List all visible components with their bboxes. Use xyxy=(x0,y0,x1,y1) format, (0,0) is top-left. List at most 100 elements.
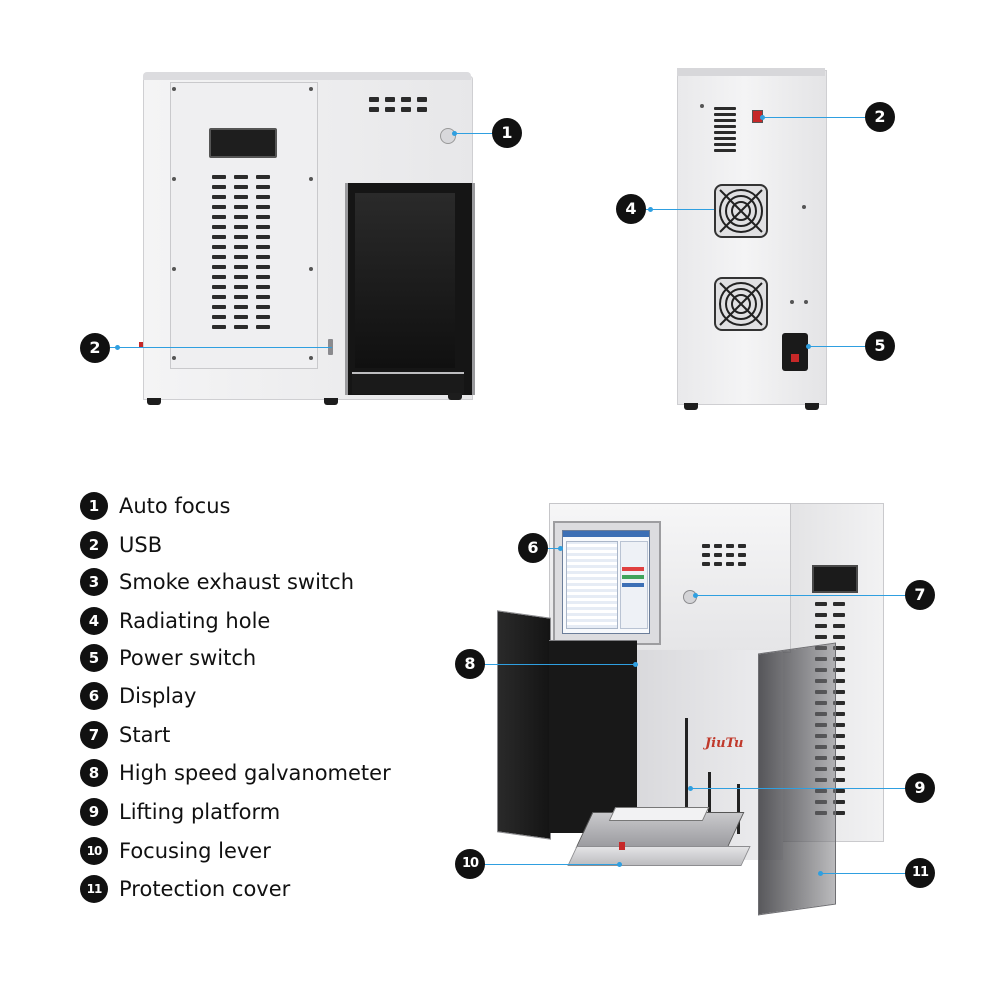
vent-slot xyxy=(833,811,845,815)
side-red-button[interactable] xyxy=(139,342,143,348)
vent-slot xyxy=(234,255,248,259)
vent-slot xyxy=(833,723,845,727)
vent-slot xyxy=(234,325,248,329)
vent-slot xyxy=(815,613,827,617)
vent-slot xyxy=(256,205,270,209)
vent-slot xyxy=(234,235,248,239)
vent-slot xyxy=(256,315,270,319)
callout-front-start: 7 xyxy=(905,580,935,610)
vent-slot xyxy=(833,778,845,782)
vent-slot xyxy=(833,657,845,661)
vent-slot xyxy=(833,800,845,804)
vent-slot xyxy=(833,734,845,738)
fan-grille-icon xyxy=(719,282,763,326)
vent-slot xyxy=(234,205,248,209)
callout-front-cover: 11 xyxy=(905,858,935,888)
front-top-vents xyxy=(702,544,758,572)
front-protection-cover xyxy=(758,642,836,916)
vent-slot xyxy=(833,690,845,694)
vent-slot xyxy=(256,185,270,189)
front-platform-rod-right xyxy=(708,772,711,834)
vent-slot xyxy=(212,195,226,199)
front-platform-rod-left xyxy=(685,718,688,833)
vent-slot xyxy=(833,745,845,749)
front-left-door-inner xyxy=(549,640,637,833)
vent-slot xyxy=(256,285,270,289)
vent-slot xyxy=(234,265,248,269)
vent-slot xyxy=(815,602,827,606)
vent-slot xyxy=(256,305,270,309)
vent-slot xyxy=(833,789,845,793)
back-top-vents xyxy=(714,107,736,153)
vent-slot xyxy=(256,235,270,239)
vent-slot xyxy=(212,265,226,269)
callout-side-usb: 2 xyxy=(80,333,110,363)
vent-slot xyxy=(833,624,845,628)
vent-slot xyxy=(234,245,248,249)
vent-slot xyxy=(234,295,248,299)
vent-slot xyxy=(833,701,845,705)
callout-front-platform: 9 xyxy=(905,773,935,803)
vent-slot xyxy=(234,185,248,189)
side-top-edge xyxy=(143,72,471,80)
vent-slot xyxy=(833,668,845,672)
vent-slot xyxy=(212,285,226,289)
side-handle xyxy=(209,128,277,158)
vent-slot xyxy=(212,305,226,309)
vent-slot xyxy=(234,305,248,309)
vent-slot xyxy=(212,255,226,259)
vent-slot xyxy=(256,195,270,199)
vent-slot xyxy=(833,756,845,760)
vent-slot xyxy=(212,205,226,209)
back-fan-lower xyxy=(714,277,768,331)
front-side-handle xyxy=(812,565,858,593)
callout-back-usb: 2 xyxy=(865,102,895,132)
vent-slot xyxy=(234,195,248,199)
vent-slot xyxy=(256,275,270,279)
vent-slot xyxy=(212,315,226,319)
vent-slot xyxy=(256,255,270,259)
back-power-switch[interactable] xyxy=(791,354,799,362)
vent-slot xyxy=(234,175,248,179)
vent-slot xyxy=(256,325,270,329)
vent-slot xyxy=(833,767,845,771)
callout-front-galvo: 8 xyxy=(455,649,485,679)
vent-slot xyxy=(212,235,226,239)
vent-slot xyxy=(212,275,226,279)
callout-back-radiating: 4 xyxy=(616,194,646,224)
callout-back-power: 5 xyxy=(865,331,895,361)
vent-slot xyxy=(256,175,270,179)
vent-slot xyxy=(833,635,845,639)
vent-slot xyxy=(833,712,845,716)
vent-slot xyxy=(256,225,270,229)
side-top-vents xyxy=(369,97,439,117)
vent-slot xyxy=(256,265,270,269)
back-fan-upper xyxy=(714,184,768,238)
front-platform-red-switch[interactable] xyxy=(619,842,625,850)
front-platform-top xyxy=(608,807,710,821)
back-power-socket[interactable] xyxy=(782,333,808,371)
vent-slot xyxy=(234,225,248,229)
front-platform-base xyxy=(567,846,751,866)
front-brand-logo: JiuTu xyxy=(705,736,744,751)
vent-slot xyxy=(234,275,248,279)
vent-slot xyxy=(234,215,248,219)
side-chamber-inner xyxy=(355,193,455,368)
fan-grille-icon xyxy=(719,189,763,233)
vent-slot xyxy=(212,175,226,179)
vent-slot xyxy=(212,245,226,249)
vent-slot xyxy=(815,624,827,628)
front-display-screen xyxy=(562,530,650,634)
vent-slot xyxy=(833,679,845,683)
side-chamber-floor xyxy=(352,372,464,394)
callout-side-autofocus: 1 xyxy=(492,118,522,148)
